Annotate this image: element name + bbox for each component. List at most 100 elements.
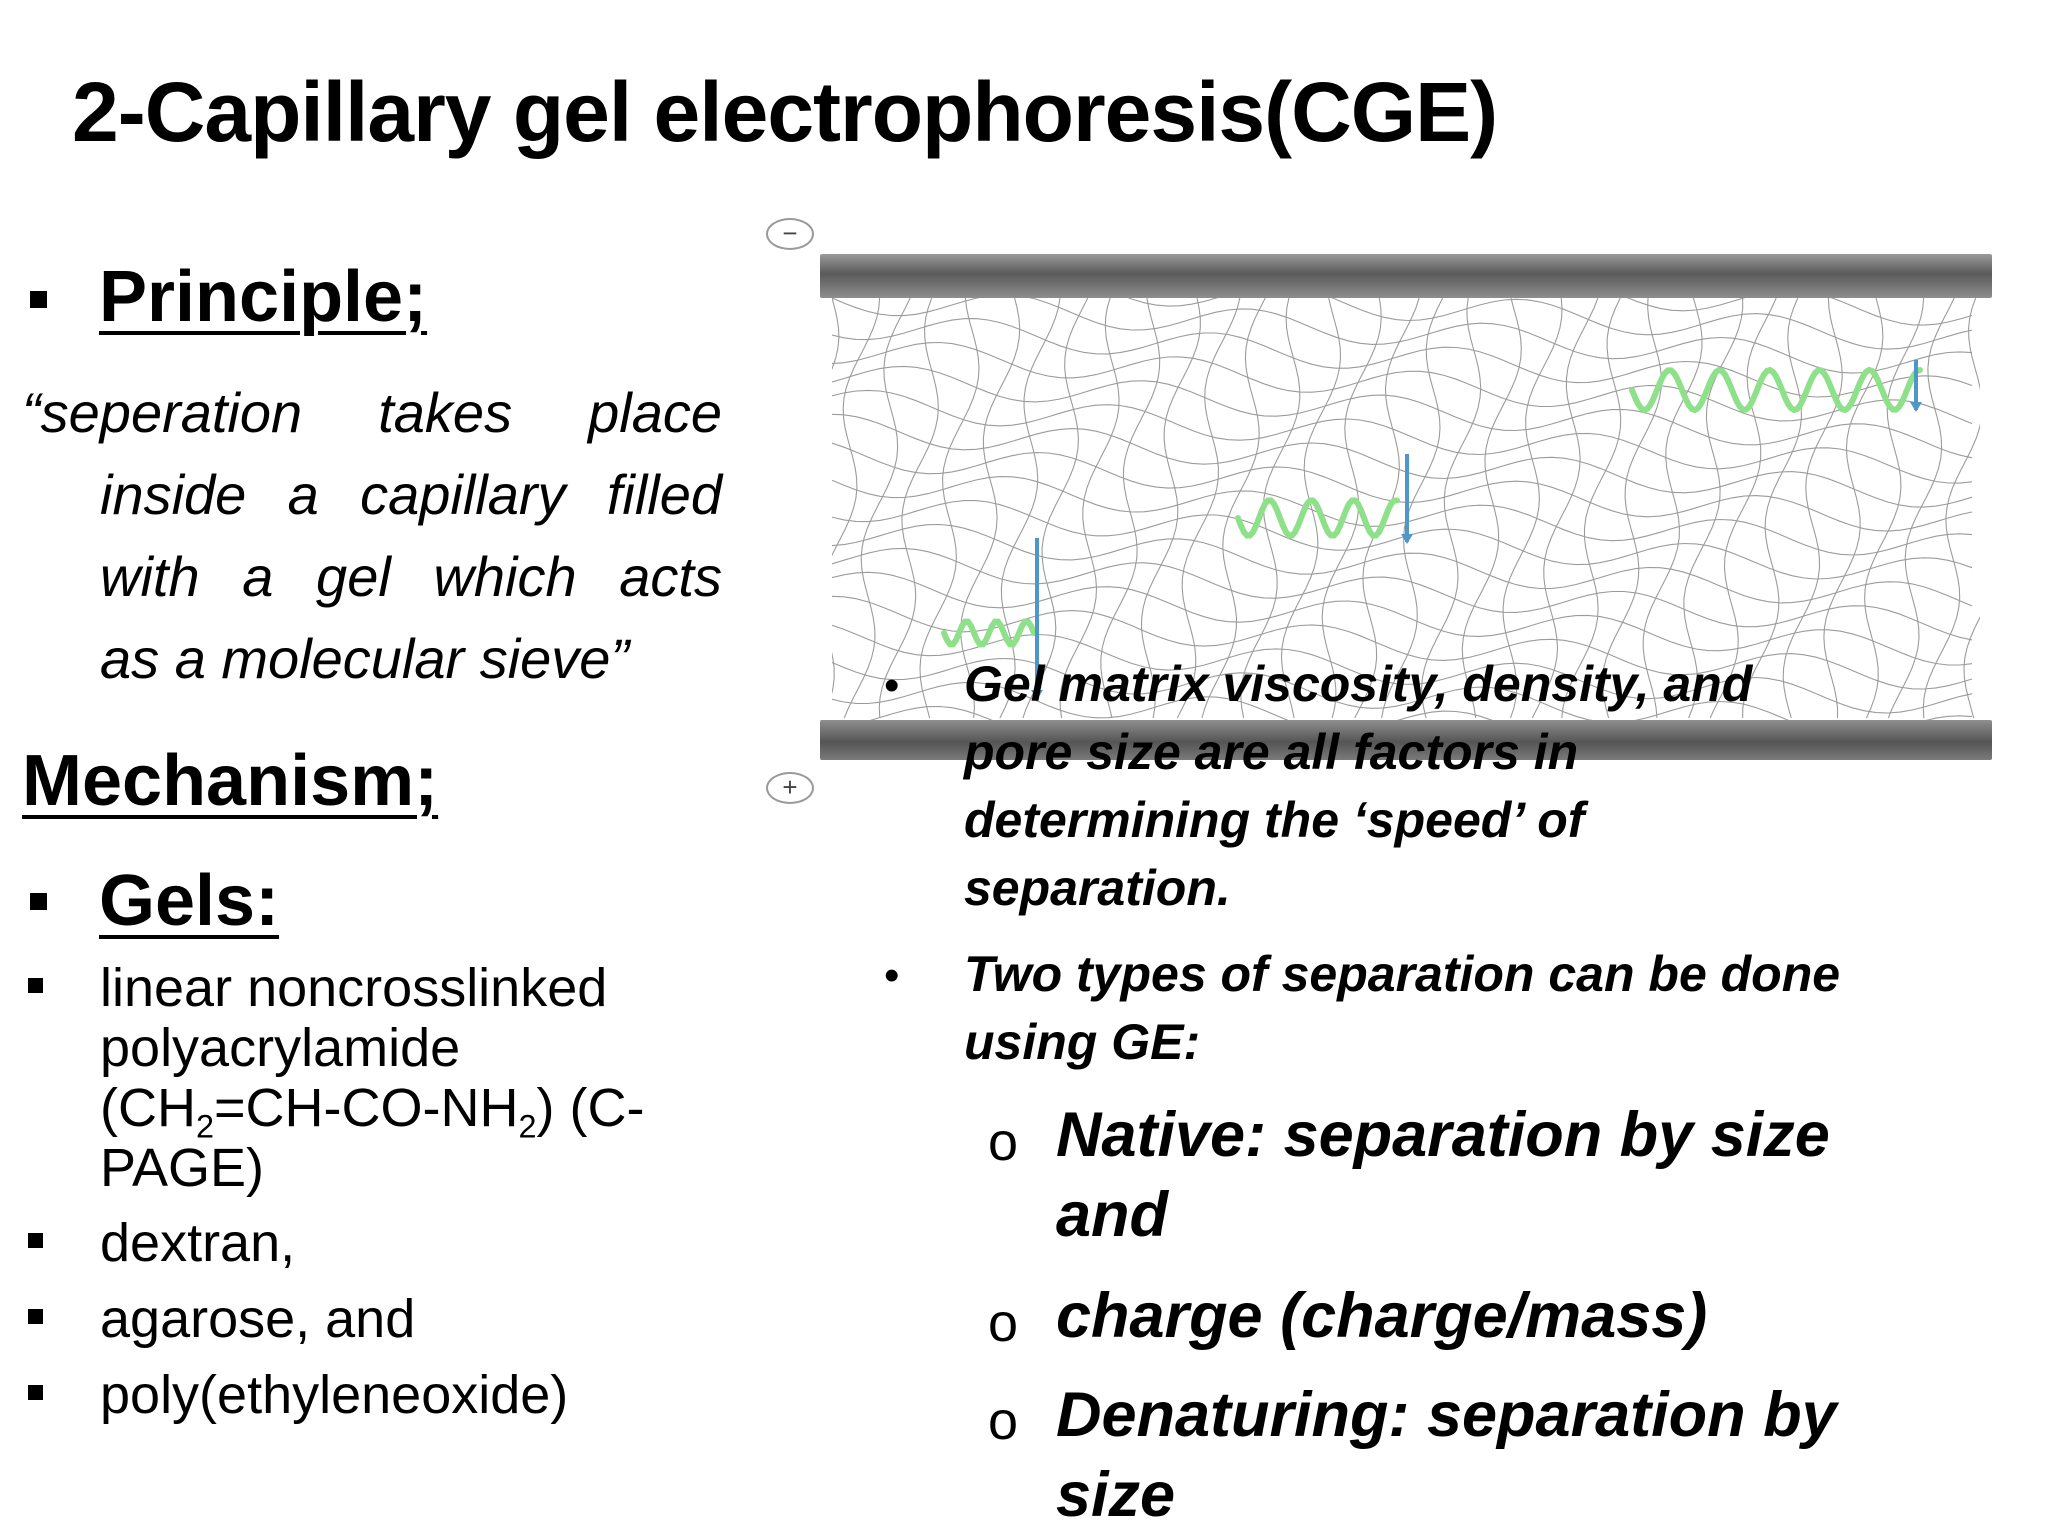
mesh-strand xyxy=(960,298,1021,719)
mesh-strand xyxy=(1963,616,1980,719)
formula-subscript: 2 xyxy=(195,1108,214,1145)
sub-item-line: size xyxy=(1056,1460,1176,1530)
gel-item-line: polyacrylamide xyxy=(100,1018,461,1078)
sub-item-line: and xyxy=(1056,1180,1169,1250)
principle-quote: “seperation takes place inside a capilla… xyxy=(22,372,722,700)
mesh-strand xyxy=(832,298,1973,374)
mesh-strand xyxy=(832,389,1973,484)
molecules xyxy=(941,360,1923,700)
square-bullet-icon xyxy=(28,1385,43,1400)
sub-item-line: Denaturing: separation by xyxy=(1056,1380,1837,1450)
mesh-strand xyxy=(1601,298,1662,719)
mesh-strand xyxy=(1127,298,1973,350)
bullet-dot-icon: • xyxy=(884,951,900,1000)
bullet-line: pore size are all factors in xyxy=(964,724,1579,780)
bullet-line: determining the ‘speed’ of xyxy=(964,792,1585,848)
mesh-strand xyxy=(1280,298,1342,719)
mesh-strand xyxy=(1531,298,1599,719)
sub-item-line: Native: separation by size xyxy=(1056,1100,1830,1170)
mesh-strand xyxy=(1502,298,1563,719)
quote-line: as a molecular sieve” xyxy=(100,627,630,690)
mesh-strand xyxy=(919,298,980,719)
bullet-gel-factors: Gel matrix viscosity, density, and pore … xyxy=(964,650,1752,922)
mesh-strand xyxy=(832,476,1973,556)
mesh-strand xyxy=(1642,298,1703,719)
mesh-strand xyxy=(832,298,881,695)
mesh-strand xyxy=(1823,298,1884,718)
formula-subscript: 2 xyxy=(518,1108,537,1145)
gel-item-formula: (CH2=CH-CO-NH2) (C- xyxy=(100,1078,644,1143)
small-molecule xyxy=(941,618,1037,648)
mesh-strand xyxy=(832,365,1973,459)
mesh-strand xyxy=(1140,298,1201,719)
mesh-strand xyxy=(999,298,1061,719)
mesh-strand xyxy=(878,298,939,719)
mesh-strand xyxy=(1742,298,1802,719)
mesh-strand xyxy=(1059,298,1120,719)
mesh-strand xyxy=(832,571,1973,666)
bullet-dot-icon: • xyxy=(884,661,900,710)
mesh-strand xyxy=(832,442,1973,532)
sub-item-denaturing: Denaturing: separation by size xyxy=(1056,1375,1837,1535)
square-bullet-icon xyxy=(28,978,43,993)
sub-item-native: Native: separation by size and xyxy=(1056,1095,1830,1255)
mesh-strand xyxy=(1461,298,1522,719)
sub-item-line: charge (charge/mass) xyxy=(1056,1281,1708,1351)
mesh-strand xyxy=(832,547,1973,641)
formula-part: =CH-CO-NH xyxy=(214,1078,519,1138)
mesh-strand xyxy=(832,413,1973,508)
square-bullet-icon xyxy=(30,893,47,910)
square-bullet-icon xyxy=(30,291,47,308)
mesh-strand xyxy=(832,318,1973,398)
formula-part: (CH xyxy=(100,1078,196,1138)
mesh-strand xyxy=(832,595,1973,690)
capillary-figure: − + xyxy=(760,214,2000,804)
mesh-strand xyxy=(832,500,1973,580)
gel-item-line: PAGE) xyxy=(100,1138,265,1198)
gel-matrix xyxy=(832,298,1980,720)
circle-bullet-icon: o xyxy=(988,1112,1019,1172)
mesh-strand xyxy=(1922,298,1980,719)
mesh-strand xyxy=(832,341,1973,425)
circle-bullet-icon: o xyxy=(988,1293,1019,1353)
medium-molecule xyxy=(1235,497,1400,539)
gel-mesh xyxy=(832,298,1980,720)
migration-arrow-long xyxy=(1031,538,1043,700)
bullet-line: Two types of separation can be done xyxy=(964,946,1841,1002)
square-bullet-icon xyxy=(28,1309,43,1324)
mesh-strand xyxy=(1782,298,1843,719)
quote-line: inside a capillary filled xyxy=(100,463,722,526)
mechanism-heading: Mechanism; xyxy=(22,741,439,821)
mesh-strand xyxy=(1381,298,1444,719)
mesh-strand xyxy=(1201,298,1266,719)
migration-arrow-medium xyxy=(1401,454,1413,544)
mesh-strand xyxy=(1864,298,1925,719)
mesh-strand xyxy=(1561,298,1622,719)
quote-line: with a gel which acts xyxy=(100,545,722,608)
gel-item-line: linear noncrosslinked xyxy=(100,958,608,1018)
mesh-strand xyxy=(1176,298,1241,719)
principle-heading: Principle; xyxy=(99,257,428,337)
square-bullet-icon xyxy=(28,1233,43,1248)
mesh-strand xyxy=(1022,298,1089,719)
mesh-strand xyxy=(832,682,1493,720)
bullet-separation-types: Two types of separation can be done usin… xyxy=(964,940,1840,1076)
quote-line: “seperation takes place xyxy=(22,381,722,444)
mesh-strand xyxy=(1626,298,1973,326)
slide-title: 2-Capillary gel electrophoresis(CGE) xyxy=(72,65,1498,159)
circle-bullet-icon: o xyxy=(988,1391,1019,1451)
gel-item-dextran: dextran, xyxy=(100,1213,296,1273)
gel-item-polyacrylamide: linear noncrosslinked polyacrylamide (CH… xyxy=(100,958,644,1198)
bullet-line: Gel matrix viscosity, density, and xyxy=(964,656,1753,712)
gels-heading: Gels: xyxy=(99,861,280,941)
bullet-line: separation. xyxy=(964,860,1231,916)
mesh-strand xyxy=(1709,298,1777,719)
mesh-strand xyxy=(832,523,1973,607)
mesh-strand xyxy=(1100,298,1161,719)
capillary-wall-top xyxy=(820,254,1992,298)
minus-electrode-icon: − xyxy=(766,218,814,250)
mesh-strand xyxy=(832,298,840,371)
plus-electrode-icon: + xyxy=(766,772,814,804)
sub-item-charge: charge (charge/mass) xyxy=(1056,1276,1707,1356)
gel-item-agarose: agarose, and xyxy=(100,1289,416,1349)
